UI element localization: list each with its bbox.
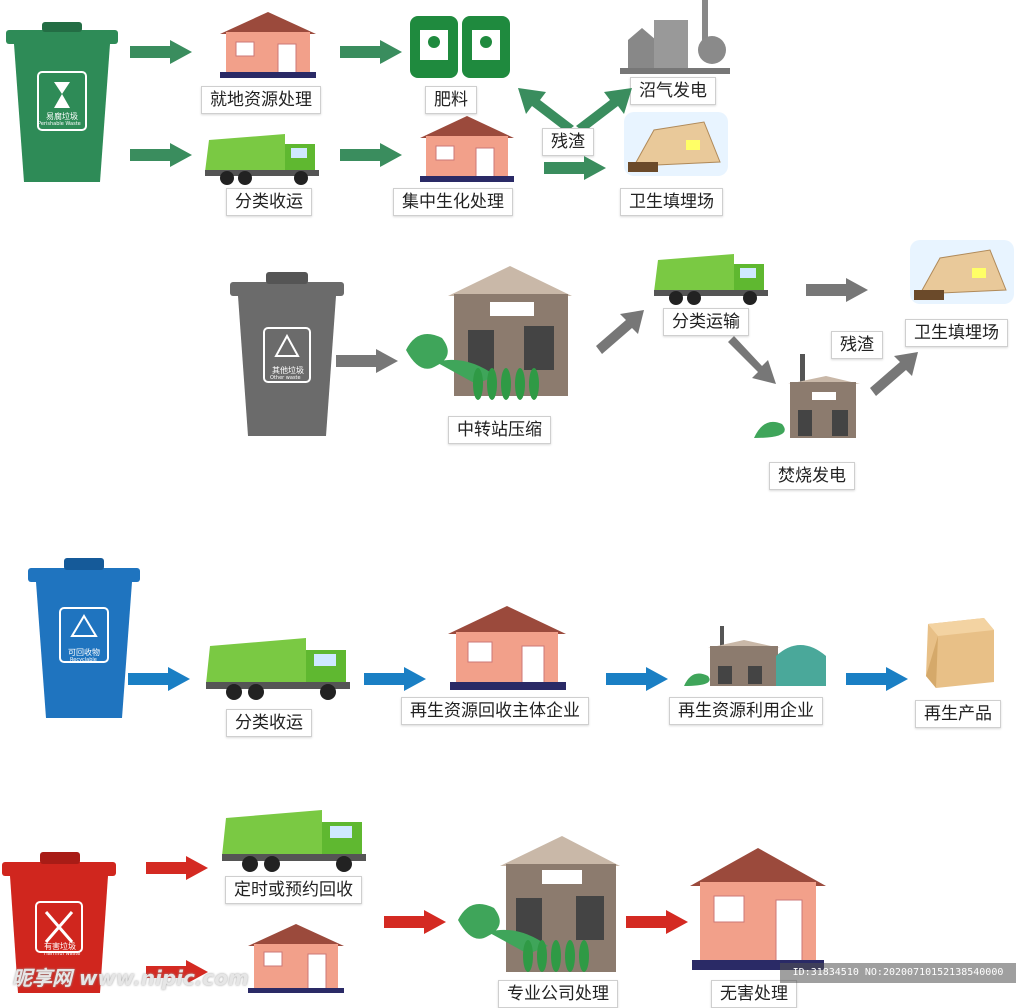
harmless-treatment-label: 无害处理 [711,980,797,1008]
biogas-power-label: 沼气发电 [630,77,716,105]
gray-bin-icon [230,272,344,436]
recycling-plant-icon [684,626,826,686]
fertilizer-label: 肥料 [425,86,477,114]
arrow-icon [146,856,208,880]
arrow-icon [146,960,208,984]
image-id-bar: ID:31834510 NO:20200710152138540000 [780,963,1016,983]
recycle-use-enterprise-label: 再生资源利用企业 [669,697,823,725]
watermark: 昵享网 www.nipic.com [12,966,249,990]
house-icon [690,848,826,970]
arrow-icon [130,143,192,167]
truck-icon [206,638,350,700]
red-bin-sublabel: Harmful waste [44,951,81,957]
arrow-icon [806,278,868,302]
residue-label: 残渣 [542,128,594,156]
transfer-station-label: 中转站压缩 [448,416,551,444]
sorted-collection-label: 分类收运 [226,188,312,216]
house-icon [420,116,514,182]
green-bin-icon [6,22,118,182]
landfill-label: 卫生填埋场 [620,188,723,216]
arrow-icon [728,336,776,384]
fertilizer-bag-icon [410,16,510,78]
central-biochem-label: 集中生化处理 [393,188,513,216]
arrow-icon [128,667,190,691]
truck-icon [654,254,768,305]
gray-bin-label: 其他垃圾 [272,366,304,375]
arrow-icon [384,910,446,934]
sorted-transport-label: 分类运输 [663,308,749,336]
residue-label-2: 残渣 [831,331,883,359]
green-bin-sublabel: Perishable Waste [38,121,81,127]
arrow-icon [606,667,668,691]
professional-plant-icon [458,836,620,972]
arrow-icon [576,88,632,132]
arrow-icon [340,143,402,167]
landfill-icon [624,112,728,176]
truck-icon [205,134,319,185]
arrow-icon [130,40,192,64]
product-box-icon [926,618,994,688]
incineration-label: 焚烧发电 [769,462,855,490]
red-bin-label: 有害垃圾 [44,942,76,951]
arrow-icon [870,352,918,396]
arrow-icon [364,667,426,691]
blue-bin-sublabel: Recyclable [70,657,97,663]
landfill-icon [910,240,1014,304]
arrow-icon [626,910,688,934]
blue-bin-icon [28,558,140,718]
truck-icon [222,810,366,872]
recycle-main-enterprise-label: 再生资源回收主体企业 [401,697,589,725]
local-processing-label: 就地资源处理 [201,86,321,114]
scheduled-collection-label: 定时或预约回收 [225,876,362,904]
house-icon [448,606,566,690]
transfer-station-icon [406,266,572,400]
arrow-icon [596,310,644,354]
house-icon [220,12,316,78]
incinerator-icon [754,354,860,438]
sorted-collection-label-2: 分类收运 [226,709,312,737]
house-icon [248,924,344,993]
professional-processing-label: 专业公司处理 [498,980,618,1008]
gray-bin-sublabel: Other waste [270,375,301,381]
arrow-icon [846,667,908,691]
red-bin-icon [2,852,116,993]
arrow-icon [336,349,398,373]
arrow-icon [340,40,402,64]
biogas-plant-icon [620,0,730,74]
landfill-label-2: 卫生填埋场 [905,319,1008,347]
recycled-product-label: 再生产品 [915,700,1001,728]
green-bin-label: 易腐垃圾 [46,112,78,121]
arrow-icon [544,156,606,180]
blue-bin-label: 可回收物 [68,648,100,657]
arrow-icon [518,88,574,132]
